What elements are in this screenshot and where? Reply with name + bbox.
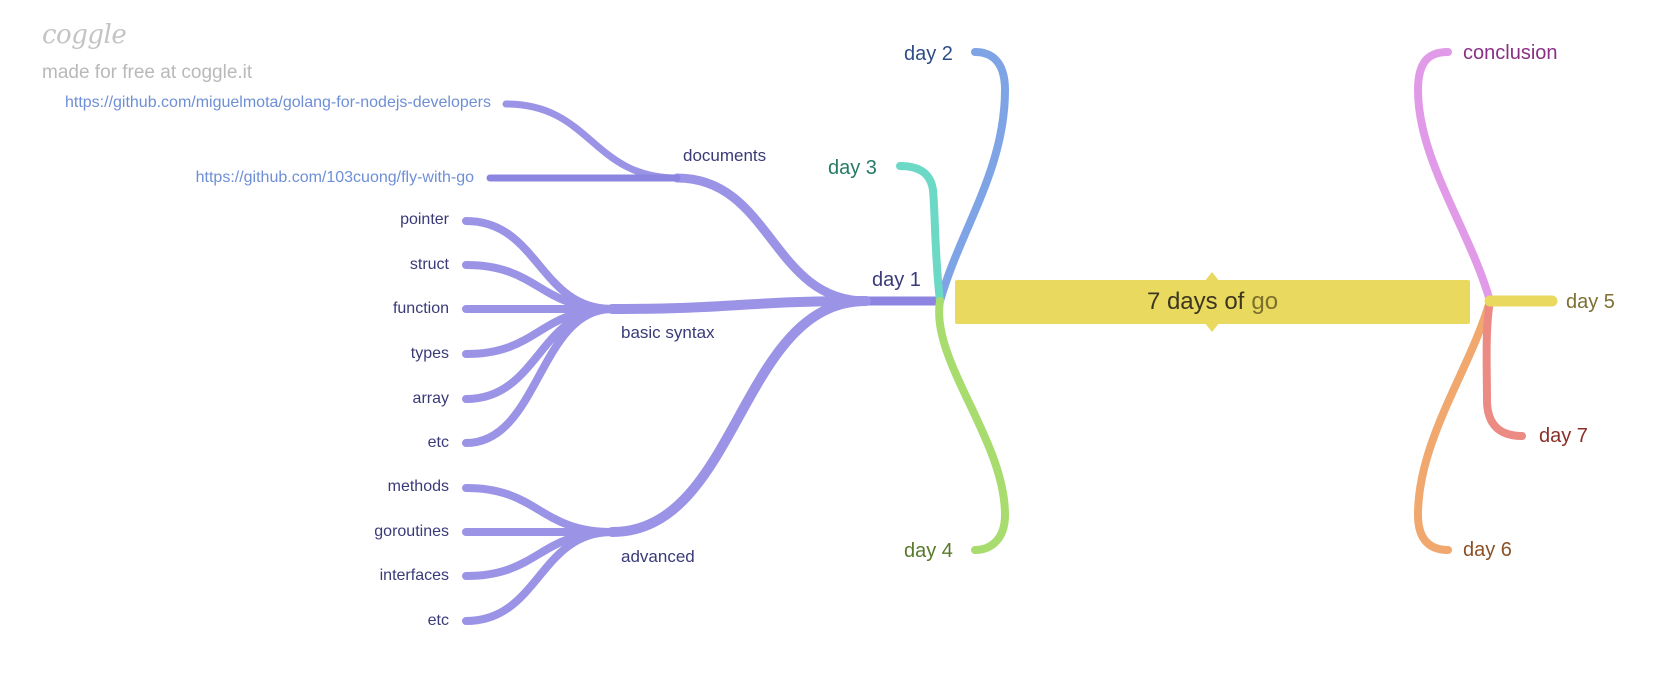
branch-link-1 xyxy=(502,100,681,182)
branch-basic-leaf xyxy=(462,305,616,447)
branch-day-4 xyxy=(935,297,1010,554)
branch-day-2 xyxy=(936,48,1010,305)
node-conclusion[interactable]: conclusion xyxy=(1463,42,1558,64)
leaf-methods[interactable]: methods xyxy=(387,478,449,495)
node-documents[interactable]: documents xyxy=(683,146,767,165)
node-day-5[interactable]: day 5 xyxy=(1566,291,1615,313)
node-day-4[interactable]: day 4 xyxy=(904,540,953,562)
branch-advanced-leaf xyxy=(462,484,616,536)
central-title-accent: go xyxy=(1251,288,1279,315)
leaf-function[interactable]: function xyxy=(392,300,449,317)
central-node-top-notch xyxy=(1204,272,1220,282)
node-day-2[interactable]: day 2 xyxy=(904,43,953,65)
central-node-bottom-notch xyxy=(1204,322,1220,332)
branch-advanced xyxy=(607,296,871,537)
leaf-interfaces[interactable]: interfaces xyxy=(379,567,449,584)
node-advanced[interactable]: advanced xyxy=(621,547,695,566)
coggle-logo: coggle xyxy=(42,20,127,50)
branch-conclusion xyxy=(1413,48,1494,305)
link-fly-with-go[interactable]: https://github.com/103cuong/fly-with-go xyxy=(195,169,474,186)
leaf-array[interactable]: array xyxy=(412,390,449,407)
leaf-goroutines[interactable]: goroutines xyxy=(374,523,449,540)
central-node[interactable]: 7 days of go xyxy=(955,280,1470,324)
node-day-6[interactable]: day 6 xyxy=(1463,539,1512,561)
node-day-7[interactable]: day 7 xyxy=(1539,425,1588,447)
central-title: 7 days of xyxy=(1146,288,1245,315)
leaf-pointer[interactable]: pointer xyxy=(400,211,449,228)
branch-basic-syntax xyxy=(607,296,871,314)
leaf-types[interactable]: types xyxy=(410,345,449,362)
leaf-struct[interactable]: struct xyxy=(409,256,449,273)
branch-documents xyxy=(672,173,871,306)
node-day-3[interactable]: day 3 xyxy=(828,157,877,179)
leaf-etc-basic[interactable]: etc xyxy=(427,434,449,451)
node-basic-syntax[interactable]: basic syntax xyxy=(621,323,715,342)
branch-advanced-leaf xyxy=(462,528,616,625)
leaf-etc-advanced[interactable]: etc xyxy=(427,612,449,629)
branch-day-3 xyxy=(896,162,944,305)
node-day-1[interactable]: day 1 xyxy=(872,269,921,291)
branch-day-7 xyxy=(1482,297,1526,440)
coggle-tagline: made for free at coggle.it xyxy=(42,62,253,83)
branch-day-6 xyxy=(1413,297,1494,554)
link-golang-for-nodejs[interactable]: https://github.com/miguelmota/golang-for… xyxy=(64,94,491,111)
